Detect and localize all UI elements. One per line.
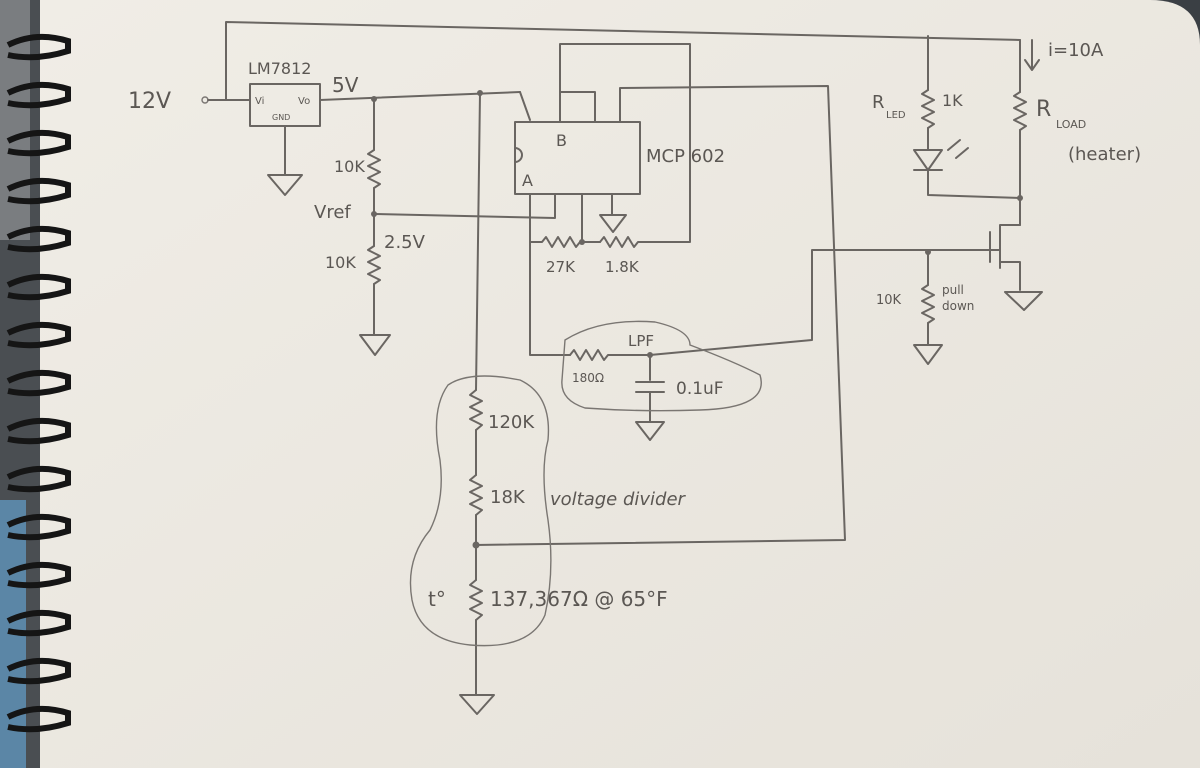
spiral-ring — [6, 369, 71, 397]
spiral-ring — [6, 465, 71, 493]
heater-label: (heater) — [1068, 144, 1141, 165]
spiral-ring — [6, 177, 71, 205]
pulldown-value-label: 10K — [876, 293, 902, 308]
ground-symbol-mosfet — [1004, 291, 1043, 311]
junction-dot — [579, 239, 585, 245]
ground-symbol-pulldown — [913, 344, 943, 365]
resistor-18k — [469, 474, 483, 516]
ground-symbol-thermistor — [459, 694, 495, 715]
lpf-label: LPF — [628, 332, 654, 350]
r-load-label: R — [1036, 97, 1051, 122]
junction-dot — [1017, 195, 1023, 201]
current-arrow — [1024, 39, 1040, 71]
pulldown-text-2: down — [942, 299, 974, 313]
cap-label: 0.1uF — [676, 379, 724, 399]
vref-to-opamp — [373, 194, 556, 219]
thermistor-value-label: 137,367Ω @ 65°F — [490, 587, 668, 611]
spiral-ring — [6, 81, 71, 109]
input-voltage-label: 12V — [128, 89, 171, 114]
spiral-ring — [6, 705, 71, 733]
opamp-notch — [514, 147, 523, 163]
5v-to-opamp — [519, 91, 531, 121]
vref-value-label: 2.5V — [384, 232, 426, 253]
resistor-120k — [469, 389, 483, 431]
spiral-ring — [6, 609, 71, 637]
opamp-a-label: A — [522, 171, 533, 190]
spiral-ring — [6, 273, 71, 301]
opamp-b-feedback — [559, 43, 691, 243]
resistor-27k — [529, 236, 601, 248]
spiral-ring — [6, 129, 71, 157]
regulator-vi-label: Vi — [255, 96, 264, 107]
opamp-label: MCP 602 — [646, 146, 725, 167]
resistor-1.8k — [599, 236, 641, 248]
thermistor — [469, 579, 483, 621]
lpf-to-gate — [649, 249, 1001, 356]
spiral-ring — [6, 513, 71, 541]
regulator-gnd-label: GND — [272, 113, 290, 122]
regulator-vo-label: Vo — [298, 96, 310, 107]
r180-label: 180Ω — [572, 371, 604, 385]
ground-symbol-regulator — [267, 174, 303, 196]
voltage-divider-outline — [409, 375, 552, 647]
sensor-top-wire — [475, 92, 481, 391]
notebook-page — [40, 0, 1200, 768]
r-led-value-label: 1K — [942, 91, 963, 110]
r27k-label: 27K — [546, 258, 576, 276]
r-bottom-divider-label: 10K — [325, 253, 356, 272]
opamp-b-pin — [559, 91, 596, 123]
regulated-voltage-label: 5V — [332, 73, 359, 97]
resistor-10k-bottom — [367, 245, 381, 285]
lpf-outline — [561, 320, 762, 412]
vref-label: Vref — [314, 202, 351, 223]
spiral-ring — [6, 225, 71, 253]
resistor-10k-top — [367, 149, 381, 189]
top-12v-rail — [225, 21, 1021, 101]
r-load-sub-label: LOAD — [1056, 118, 1086, 131]
regulator-name-label: LM7812 — [248, 59, 311, 78]
mcp602-opamp — [514, 121, 641, 195]
voltage-divider-label: voltage divider — [550, 489, 687, 510]
resistor-1k-led — [921, 89, 935, 129]
opamp-a-out — [529, 193, 571, 356]
opamp-b-out-loop — [474, 85, 846, 546]
circuit-wires — [201, 21, 1043, 715]
r-led-label: R — [872, 92, 885, 113]
spiral-ring — [6, 417, 71, 445]
spiral-ring — [6, 33, 71, 61]
resistor-load — [1013, 91, 1027, 131]
spiral-ring — [6, 657, 71, 685]
thermistor-label: t° — [428, 587, 446, 611]
circuit-labels: 12V LM7812 Vi Vo GND 5V 10K Vref 2.5V 10… — [128, 40, 1141, 611]
r-top-divider-label: 10K — [334, 157, 365, 176]
r-led-sub-label: LED — [886, 110, 906, 121]
junction-dot — [472, 541, 480, 549]
ground-symbol-vref — [359, 334, 391, 356]
ground-symbol-opamp — [599, 214, 627, 233]
spiral-ring — [6, 321, 71, 349]
current-label: i=10A — [1048, 40, 1104, 61]
r120k-label: 120K — [488, 412, 535, 433]
r18k-label: 1.8K — [605, 258, 640, 276]
spiral-binding — [6, 33, 71, 733]
mosfet — [989, 224, 1021, 291]
led-light-arrows — [947, 139, 969, 159]
5v-rail — [319, 91, 521, 101]
spiral-ring — [6, 561, 71, 589]
led-return-wire — [927, 169, 1021, 199]
opamp-b-label: B — [556, 131, 567, 150]
r18k-divider-label: 18K — [490, 487, 526, 508]
resistor-10k-pulldown — [921, 284, 935, 324]
resistor-180-ohm — [569, 349, 651, 361]
pulldown-text-1: pull — [942, 283, 964, 297]
ground-symbol-lpf — [635, 421, 665, 441]
